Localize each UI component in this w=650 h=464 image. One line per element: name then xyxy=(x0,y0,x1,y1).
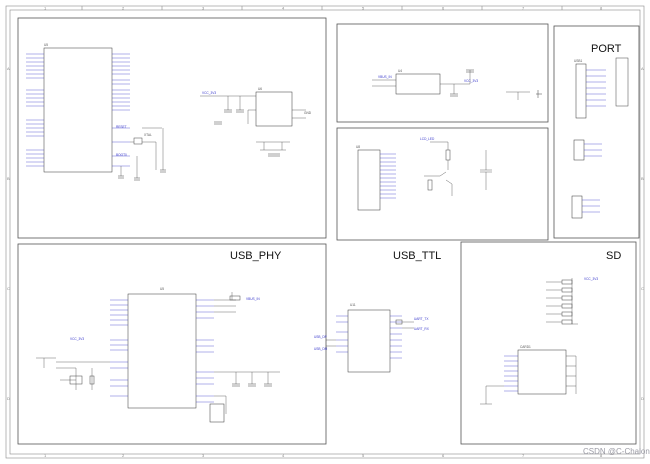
col-label-4: 4 xyxy=(282,6,285,11)
lcd-block: U8 LCD_LED xyxy=(336,127,549,241)
lcd-ref: U8 xyxy=(356,145,360,149)
usb-ttl-title: USB_TTL xyxy=(393,250,441,262)
watermark-text: CSDN @C-Chalon xyxy=(583,447,650,456)
col-label-bottom-5: 5 xyxy=(362,453,365,458)
ttl-dp-label: USB_DP xyxy=(314,335,327,339)
phy-vbus-label: VBUS_IN xyxy=(246,297,260,301)
row-label-d: D xyxy=(7,396,10,401)
col-label-bottom-2: 2 xyxy=(122,453,125,458)
sheet-frame xyxy=(5,5,645,459)
row-ruler: A B C D A B C D xyxy=(7,66,644,401)
row-label-c-right: C xyxy=(641,286,644,291)
regulator-out-label: VCC_3V3 xyxy=(464,79,478,83)
col-label-bottom-4: 4 xyxy=(282,453,285,458)
col-label-3: 3 xyxy=(202,6,205,11)
column-ruler-top: 1 2 3 4 5 6 7 8 xyxy=(44,6,603,11)
mcu-ic xyxy=(43,47,113,173)
usb-ttl-block: USB_TTL U11 UART_TX UART_RX USB_DP USB_D… xyxy=(314,250,441,373)
usb-phy-title: USB_PHY xyxy=(230,250,282,262)
col-label-bottom-1: 1 xyxy=(44,453,47,458)
ttl-rx-label: UART_RX xyxy=(414,327,430,331)
phy-esd-ic xyxy=(209,403,225,423)
ttl-dm-label: USB_DM xyxy=(314,347,328,351)
lcd-led-label: LCD_LED xyxy=(420,137,435,141)
col-label-bottom-3: 3 xyxy=(202,453,205,458)
usb-phy-ic xyxy=(127,293,197,409)
sd-pullup-resistors xyxy=(546,278,578,325)
ldo-gnd-label: GND xyxy=(304,111,312,115)
col-label-5: 5 xyxy=(362,6,365,11)
row-label-b-right: B xyxy=(641,176,644,181)
mcu-block: U5 xyxy=(17,17,327,239)
usb-ttl-ref: U11 xyxy=(350,303,356,307)
phy-vcc-label: VCC_3V3 xyxy=(70,337,84,341)
sd-block: SD VCC_3V3 CARD1 xyxy=(460,241,637,445)
regulator-block: U4 VBUS_IN VCC_3V3 xyxy=(336,23,549,123)
ldo-ref: U6 xyxy=(258,87,262,91)
usb-phy-ref: U5 xyxy=(160,287,164,291)
sheet-inner-frame xyxy=(9,9,641,455)
col-label-bottom-7: 7 xyxy=(522,453,525,458)
crystal-symbol xyxy=(133,137,143,145)
row-label-a: A xyxy=(7,66,10,71)
usb-phy-block: USB_PHY U5 VBUS_IN VCC_3V3 xyxy=(17,243,327,445)
usb-ttl-ic xyxy=(347,309,391,373)
reset-net-label: RESET xyxy=(116,125,127,129)
sd-card-ref: CARD1 xyxy=(520,345,531,349)
col-label-2: 2 xyxy=(122,6,125,11)
row-label-c: C xyxy=(7,286,10,291)
ldo-vcc-label: VCC_3V3 xyxy=(202,91,216,95)
regulator-ref: U4 xyxy=(398,69,402,73)
port-header-1 xyxy=(573,139,585,161)
col-label-1: 1 xyxy=(44,6,47,11)
port-block: PORT USB1 xyxy=(553,25,640,239)
column-ruler-bottom: 1 2 3 4 5 6 7 8 xyxy=(44,453,603,458)
col-label-7: 7 xyxy=(522,6,525,11)
sd-card-slot xyxy=(517,349,567,395)
ttl-tx-label: UART_TX xyxy=(414,317,429,321)
regulator-ic xyxy=(395,73,441,95)
regulator-vbus-label: VBUS_IN xyxy=(378,75,392,79)
port-header-2 xyxy=(571,195,583,219)
lcd-connector xyxy=(357,149,381,211)
port-title: PORT xyxy=(591,43,622,55)
col-label-8: 8 xyxy=(600,6,603,11)
port-ref: USB1 xyxy=(574,59,583,63)
col-label-bottom-6: 6 xyxy=(442,453,445,458)
ldo-ic xyxy=(255,91,293,127)
crystal-ref: XTAL xyxy=(144,133,152,137)
col-label-6: 6 xyxy=(442,6,445,11)
row-label-b: B xyxy=(7,176,10,181)
mcu-ref: U5 xyxy=(44,43,48,47)
col-label-bottom-8: 8 xyxy=(600,453,603,458)
sd-vcc-label: VCC_3V3 xyxy=(584,277,598,281)
boot-net-label: BOOT0 xyxy=(116,153,127,157)
sd-title: SD xyxy=(606,250,621,262)
row-label-a-right: A xyxy=(641,66,644,71)
port-usb-connector xyxy=(575,63,587,119)
row-label-d-right: D xyxy=(641,396,644,401)
phy-resistor-r1 xyxy=(229,295,241,301)
